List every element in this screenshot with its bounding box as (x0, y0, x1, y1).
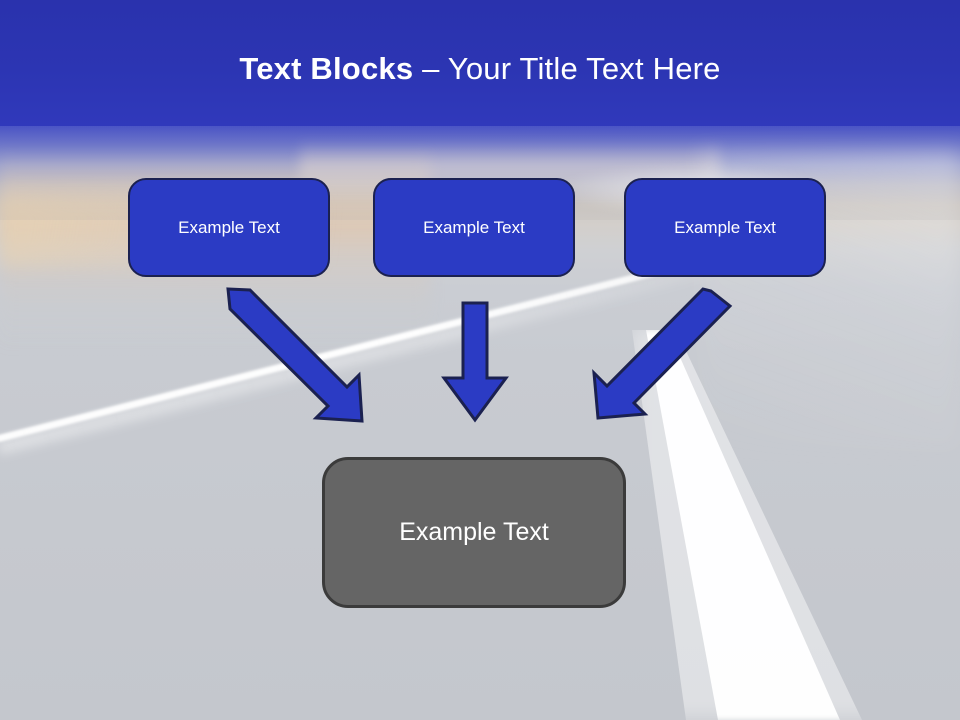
text-block-top-1-label: Example Text (178, 217, 280, 237)
text-block-top-2[interactable]: Example Text (373, 178, 575, 277)
text-block-top-3[interactable]: Example Text (624, 178, 826, 277)
arrow-left (226, 287, 364, 423)
arrow-right (592, 287, 733, 420)
text-block-bottom-label: Example Text (399, 518, 549, 546)
page-title: Text Blocks – Your Title Text Here (0, 50, 960, 88)
text-block-top-2-label: Example Text (423, 217, 525, 237)
page-title-bold: Text Blocks (239, 51, 414, 86)
page-title-light: Your Title Text Here (447, 51, 721, 86)
text-block-top-3-label: Example Text (674, 217, 776, 237)
page-title-separator: – (413, 51, 448, 86)
text-block-top-1[interactable]: Example Text (128, 178, 330, 277)
text-block-bottom[interactable]: Example Text (322, 457, 626, 608)
title-band (0, 0, 960, 126)
arrow-middle (441, 301, 509, 423)
